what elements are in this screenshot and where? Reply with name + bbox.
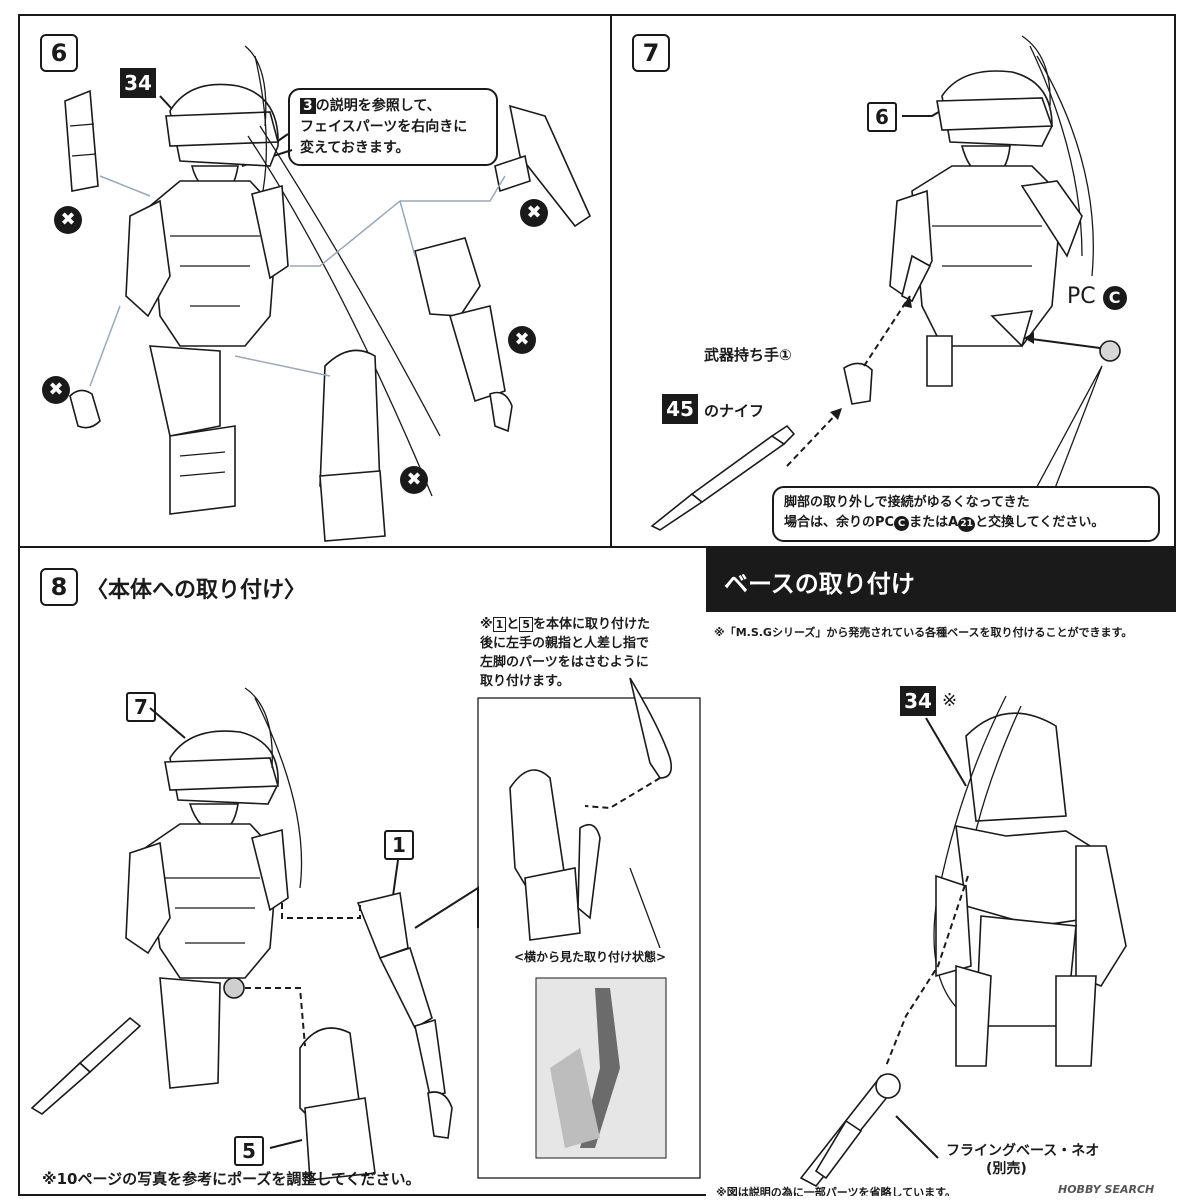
step7-pc-letter: C: [1102, 286, 1127, 310]
step7-note-line2b: またはA: [909, 514, 959, 530]
step6-note-line2: フェイスパーツを右向きに: [300, 119, 468, 135]
step7-knife-part: 45: [662, 394, 698, 424]
step6-remove-mark-5: ✖: [400, 466, 428, 494]
step8-part-leg: 5: [234, 1136, 264, 1166]
step7-part-prev: 6: [867, 102, 897, 132]
base-watermark: HOBBY SEARCH: [1058, 1183, 1155, 1196]
step8-title: 〈本体への取り付け〉: [86, 578, 307, 603]
step6-remove-mark-4: ✖: [42, 376, 70, 404]
step8-note-line1: を本体に取り付けた: [532, 617, 650, 632]
step6-part-head: 34: [120, 68, 156, 98]
step6-number: 6: [40, 34, 78, 72]
base-label: フライングベース・ネオ (別売): [946, 1142, 1099, 1178]
step7-number: 7: [632, 34, 670, 72]
step7-panel: 7 6 PC C 武器持ち手① 4: [610, 14, 1176, 548]
step7-note-line1: 脚部の取り外しで接続がゆるくなってきた: [784, 495, 1030, 510]
base-illustration: [799, 695, 1127, 1188]
base-panel: ベースの取り付け ※「M.S.Gシリーズ」から発売されている各種ベースを取り付け…: [706, 546, 1176, 1196]
step8-number: 8: [40, 568, 78, 606]
step6-remove-mark-3: ✖: [508, 326, 536, 354]
step6-note-ref: 3: [300, 98, 316, 114]
step7-illustration: [650, 35, 1121, 531]
step6-note-line1: の説明を参照して、: [315, 98, 441, 114]
step7-note-line2c: と交換してください。: [975, 514, 1105, 530]
base-title: ベースの取り付け: [724, 570, 915, 598]
step8-note-line4: 取り付けます。: [480, 673, 570, 689]
step6-note-line3: 変えておきます。: [300, 140, 410, 156]
base-header: ベースの取り付け: [706, 546, 1176, 612]
step8-note-line3: 左脚のパーツをはさむように: [480, 654, 649, 670]
step7-pc-label: PC C: [1067, 284, 1127, 310]
step7-note-circ-21: 21: [958, 516, 976, 532]
step6-remove-mark-1: ✖: [54, 206, 82, 234]
step8-part-prev: 7: [126, 692, 156, 722]
step7-pc-text: PC: [1067, 284, 1096, 309]
step8-side-view-caption: <横から見た取り付け状態>: [514, 950, 667, 964]
step8-note-and: と: [506, 617, 520, 632]
step7-knife-label: のナイフ: [704, 402, 765, 420]
base-footer: ※図は説明の為に一部パーツを省略しています。: [716, 1186, 957, 1196]
step8-note-line2: 後に左手の親指と人差し指で: [480, 635, 650, 651]
step8-illustration: [30, 677, 701, 1181]
base-label-line1: フライングベース・ネオ: [946, 1143, 1100, 1159]
base-part-mark: ※: [942, 690, 958, 711]
step8-part-arm: 1: [384, 830, 414, 860]
step7-hand-label: 武器持ち手①: [704, 346, 792, 364]
step8-footer: ※10ページの写真を参考にポーズを調整してください。: [42, 1170, 421, 1188]
step7-note-line2: 場合は、余りのPC: [784, 514, 895, 530]
base-note: ※「M.S.Gシリーズ」から発売されている各種ベースを取り付けることができます。: [714, 626, 1133, 639]
base-part: 34: [900, 686, 936, 716]
step8-note-ref5: 5: [519, 617, 533, 632]
step8-note-prefix: ※: [480, 617, 493, 632]
step6-illustration: [64, 45, 592, 542]
step8-note-ref1: 1: [492, 617, 507, 632]
step6-remove-mark-2: ✖: [520, 199, 548, 227]
base-label-line2: (別売): [986, 1161, 1027, 1178]
step7-note-circ-c: C: [894, 515, 910, 531]
